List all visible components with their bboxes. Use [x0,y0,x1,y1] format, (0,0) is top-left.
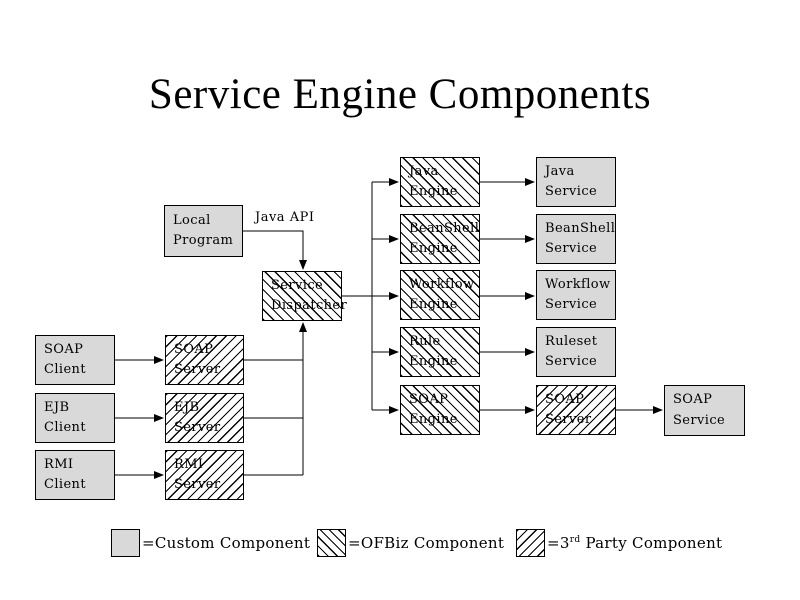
node-rmi-client: RMI Client [35,450,115,500]
node-label-line: Workflow [409,276,475,292]
node-soap-server-left: SOAP Server [165,335,244,385]
legend-swatch-thirdparty [516,529,545,557]
legend-label-part: =3 [547,534,570,552]
node-label-line: Rule [409,333,441,349]
node-label-line: Client [44,420,86,435]
node-soap-engine: SOAP Engine [400,385,480,435]
legend-swatch-ofbiz [317,529,346,557]
node-label-line: Ruleset [545,333,598,349]
node-label-line: Workflow [545,276,611,292]
node-label-line: Engine [409,297,458,312]
legend-item-thirdparty: =3rd Party Component [516,528,722,558]
legend-label-part: =Custom Component [142,534,311,552]
node-label-line: Service [271,277,324,293]
node-label-line: Server [174,420,221,435]
node-label-line: BeanShell [409,220,480,236]
node-label-line: Local [173,212,211,228]
node-soap-service: SOAP Service [664,385,745,436]
legend-label: =3rd Party Component [547,534,722,552]
node-label-line: EJB [44,399,70,415]
node-label-line: RMI [174,456,204,472]
node-label-line: SOAP [44,341,84,357]
node-soap-client: SOAP Client [35,335,115,385]
node-label-line: Client [44,362,86,377]
node-label-line: RMI [44,456,74,472]
node-label-line: Engine [409,241,458,256]
node-label-line: Service [545,297,598,312]
legend-label: =Custom Component [142,534,310,552]
node-label-line: Server [174,477,221,492]
node-label-line: Java [545,163,575,179]
node-label-line: Dispatcher [271,298,348,313]
node-label-line: SOAP [174,341,214,357]
slide-title: Service Engine Components [148,71,652,118]
node-label-line: Service [545,241,598,256]
legend-label: =OFBiz Component [348,534,504,552]
node-label-line: Engine [409,412,458,427]
node-label-line: Server [545,412,592,427]
node-label-line: Engine [409,184,458,199]
connector-line [243,230,307,270]
legend-label-part: rd [569,535,581,545]
node-label-line: Service [673,412,726,428]
node-label-line: Engine [409,354,458,369]
node-ejb-client: EJB Client [35,393,115,443]
node-label-line: Server [174,362,221,377]
node-label-line: SOAP [673,392,713,408]
legend-swatch-custom [111,529,140,557]
node-label-line: SOAP [545,391,585,407]
node-label-line: SOAP [409,391,449,407]
node-label-line: Service [545,184,598,199]
node-rmi-server: RMI Server [165,450,244,500]
node-label-line: Service [545,354,598,369]
node-label-line: Java [409,163,439,179]
legend-label-part: =OFBiz Component [348,534,505,552]
node-ejb-server: EJB Server [165,393,244,443]
legend-item-custom: =Custom Component [111,528,310,558]
node-label-line: Client [44,477,86,492]
node-label-line: EJB [174,399,200,415]
edge-label-java-api: Java API [255,210,315,225]
legend-item-ofbiz: =OFBiz Component [317,528,504,558]
legend-label-part: Party Component [580,534,723,552]
node-label-line: BeanShell [545,220,616,236]
node-label-line: Program [173,233,234,248]
node-soap-server-right: SOAP Server [536,385,616,435]
